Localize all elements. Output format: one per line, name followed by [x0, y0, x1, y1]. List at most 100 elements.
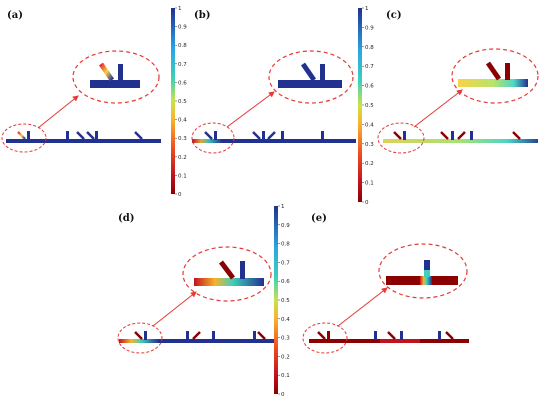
colorbar-tick-label: 0.3 — [281, 336, 290, 342]
colorbar-tick-label: 0.4 — [365, 122, 374, 128]
colorbar-tick-label: 1 — [178, 6, 182, 12]
colorbar-tick-label: 0.6 — [365, 84, 374, 90]
colorbar-tick-label: 0.8 — [365, 45, 374, 51]
panel-label-d: (d) — [118, 213, 134, 224]
callout-small-a — [1, 123, 47, 153]
zoom-arrow-b — [226, 91, 275, 128]
zoom-arrow-a — [37, 95, 79, 129]
callout-small-c — [377, 122, 425, 154]
stub-a-3 — [95, 131, 98, 140]
arm-c-4 — [512, 131, 521, 140]
colorbar-tick-label: 0.7 — [178, 62, 187, 68]
colorbar-tick-label: 0.8 — [178, 43, 187, 49]
colorbar-tick-label: 0.2 — [178, 155, 187, 161]
colorbar-tick-label: 1 — [281, 204, 285, 210]
panel-c: (c) — [377, 10, 539, 154]
zoom-arm-c — [485, 61, 502, 81]
arm-d-3 — [257, 331, 266, 340]
colorbar-tick-label: 0.2 — [365, 161, 374, 167]
callout-large-a — [72, 50, 160, 104]
arm-b-3 — [267, 131, 276, 140]
stub-b-2 — [262, 131, 265, 140]
channel-d — [119, 339, 276, 343]
stub-c-3 — [470, 131, 473, 140]
channel-a — [6, 139, 161, 143]
colorbar-tick-label: 0.9 — [365, 25, 374, 31]
colorbar-tick-label: 0.4 — [281, 317, 290, 323]
stub-b-1 — [214, 131, 217, 140]
stub-e-1 — [327, 331, 330, 340]
colorbar-tick-label: 0.1 — [178, 173, 187, 179]
panel-e: (e) — [302, 213, 469, 354]
colorbar-tick-label: 0.2 — [281, 354, 290, 360]
colorbar-tick-label: 0.8 — [281, 242, 290, 248]
callout-large-c — [451, 48, 539, 104]
panel-d: (d) — [117, 213, 276, 354]
callout-large-e — [378, 243, 468, 299]
arm-a-3 — [86, 131, 95, 140]
panel-label-e: (e) — [311, 213, 327, 224]
colorbar-tick-label: 0.5 — [281, 298, 290, 304]
zoom-arrow-c — [413, 89, 463, 128]
colorbar-tick-label: 0 — [178, 192, 182, 198]
stub-c-2 — [451, 131, 454, 140]
zoom-channel-c — [458, 79, 528, 87]
stub-b-4 — [321, 131, 324, 140]
callout-large-d — [182, 246, 272, 302]
colorbar-tick-label: 0.7 — [365, 64, 374, 70]
arm-b-2 — [252, 131, 261, 140]
colorbar-tick-label: 0 — [281, 392, 285, 398]
arm-c-1 — [393, 131, 402, 140]
stub-d-4 — [253, 331, 256, 340]
colorbar-3: 00.10.20.30.40.50.60.70.80.91 — [274, 204, 290, 398]
colorbar-tick-label: 1 — [365, 6, 369, 12]
zoom-arrow-e — [337, 287, 388, 327]
arm-c-3 — [457, 131, 466, 140]
panel-label-a: (a) — [7, 10, 23, 21]
zoom-stub-d — [240, 261, 245, 279]
colorbar-tick-label: 0.9 — [281, 223, 290, 229]
zoom-channel-e-mix — [420, 276, 432, 285]
arm-e-1 — [317, 331, 326, 340]
channel-e-hot — [380, 339, 420, 343]
colorbar-tick-label: 0.1 — [281, 373, 290, 379]
panel-a: (a) — [1, 10, 161, 153]
zoom-stub-a — [118, 64, 123, 81]
channel-b — [192, 139, 356, 143]
arm-a-4 — [134, 131, 143, 140]
stub-b-3 — [281, 131, 284, 140]
zoom-arrow-d — [152, 291, 197, 327]
channel-b-glow — [192, 139, 222, 143]
colorbar-tick-label: 0.7 — [281, 260, 290, 266]
stub-a-2 — [66, 131, 69, 140]
zoom-stub-b — [320, 64, 325, 81]
channel-d-front — [119, 339, 159, 343]
stub-c-1 — [403, 131, 406, 140]
zoom-stub-e-tip — [424, 270, 430, 277]
stub-d-3 — [212, 331, 215, 340]
arm-a-2 — [76, 131, 85, 140]
callout-small-e — [302, 322, 348, 354]
callout-small-b — [191, 122, 235, 154]
zoom-channel-d — [194, 278, 264, 286]
zoom-stub-c — [505, 63, 510, 80]
colorbar-1: 00.10.20.30.40.50.60.70.80.91 — [171, 6, 187, 198]
stub-e-3 — [400, 331, 403, 340]
colorbar-tick-label: 0.4 — [178, 118, 187, 124]
callout-large-b — [268, 50, 354, 104]
colorbar-tick-label: 0.5 — [365, 103, 374, 109]
zoom-channel-b — [278, 80, 342, 88]
channel-c-band — [383, 139, 538, 143]
colorbar-gradient-2 — [358, 8, 362, 202]
zoom-stub-e — [424, 260, 430, 277]
zoom-arm-a — [98, 62, 115, 82]
arm-b-1 — [204, 131, 213, 140]
colorbar-2: 00.10.20.30.40.50.60.70.80.91 — [358, 6, 374, 206]
zoom-arm-b — [300, 62, 317, 82]
panel-label-c: (c) — [386, 10, 402, 21]
colorbar-tick-label: 0.3 — [365, 142, 374, 148]
colorbar-tick-label: 0.9 — [178, 25, 187, 31]
colorbar-tick-label: 0.5 — [178, 99, 187, 105]
colorbar-tick-label: 0.3 — [178, 136, 187, 142]
